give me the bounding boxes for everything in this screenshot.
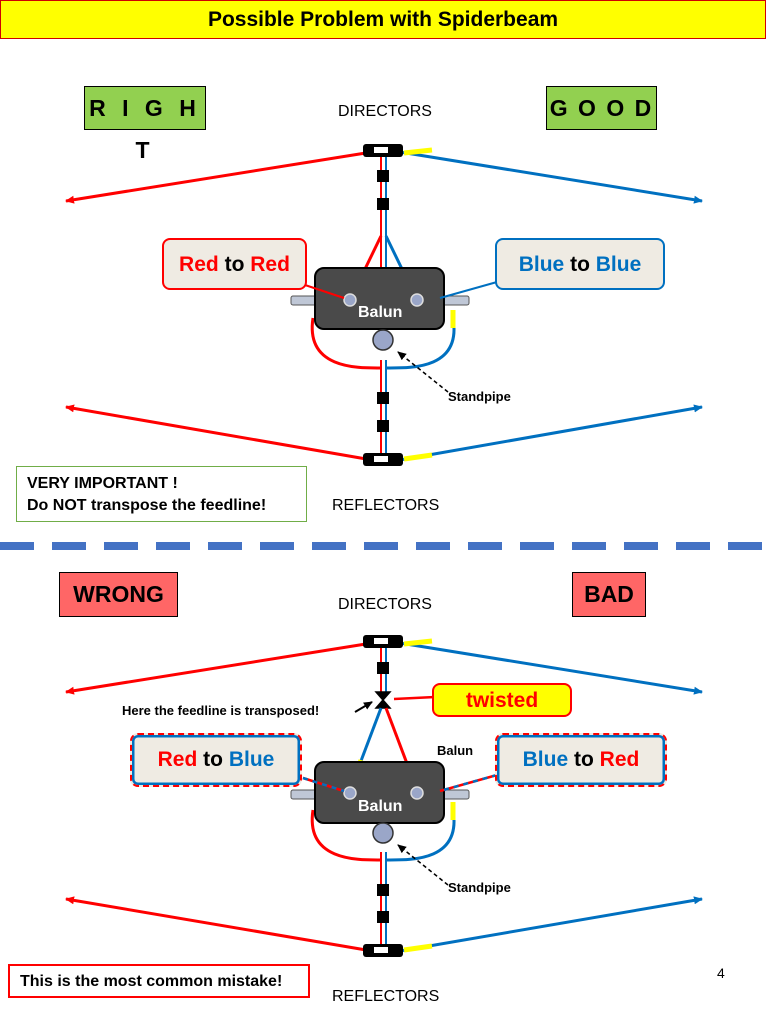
- good-tag: G O O D: [546, 86, 657, 130]
- wrong-tag: WRONG: [59, 572, 178, 617]
- top-reflectors-label: REFLECTORS: [332, 497, 440, 514]
- top-balun-box: [314, 267, 445, 330]
- top-balun-label: Balun: [358, 304, 403, 321]
- note-line: Do NOT transpose the feedline!: [27, 497, 267, 514]
- callout-word: to: [574, 748, 594, 771]
- callout-word: Red: [157, 748, 198, 771]
- callout-word: Blue: [522, 748, 569, 771]
- callout-word: Red: [599, 748, 640, 771]
- top-standpipe-icon: [372, 329, 394, 351]
- bottom-callout-red-to-blue: Red to Blue: [130, 733, 302, 787]
- callout-word: Blue: [518, 253, 565, 276]
- callout-word: Red: [250, 253, 290, 276]
- callout-word: to: [203, 748, 223, 771]
- common-mistake-note: This is the most common mistake!: [8, 964, 310, 998]
- top-elements: [65, 144, 703, 466]
- bottom-standpipe-label: Standpipe: [448, 880, 511, 895]
- twist-icon: [374, 691, 392, 709]
- note-line: VERY IMPORTANT !: [27, 475, 178, 492]
- callout-word: to: [570, 253, 590, 276]
- bottom-standpipe-icon: [372, 822, 394, 844]
- top-standpipe-label: Standpipe: [448, 389, 511, 404]
- callout-word: Red: [179, 253, 219, 276]
- callout-word: to: [224, 253, 245, 276]
- transposed-note: Here the feedline is transposed!: [122, 703, 320, 718]
- top-directors-label: DIRECTORS: [338, 103, 432, 120]
- page-title: Possible Problem with Spiderbeam: [0, 0, 766, 39]
- page-number: 4: [717, 965, 725, 981]
- twisted-callout: twisted: [432, 683, 572, 717]
- top-callout-blue-to-blue: Blue to Blue: [495, 238, 665, 290]
- bottom-reflectors-label: REFLECTORS: [332, 988, 440, 1005]
- right-tag: R I G H T: [84, 86, 206, 163]
- callout-word: Blue: [595, 253, 642, 276]
- callout-word: Blue: [228, 748, 275, 771]
- bottom-directors-label: DIRECTORS: [338, 596, 432, 613]
- bad-tag: BAD: [572, 572, 646, 617]
- bottom-callout-blue-to-red: Blue to Red: [495, 733, 667, 787]
- important-note: VERY IMPORTANT ! Do NOT transpose the fe…: [16, 466, 307, 522]
- bottom-balun-top-label: Balun: [437, 743, 474, 758]
- callout-word: twisted: [465, 689, 539, 712]
- bottom-balun-label: Balun: [358, 798, 403, 815]
- top-callout-red-to-red: Red to Red: [162, 238, 307, 290]
- bottom-elements: [65, 635, 703, 957]
